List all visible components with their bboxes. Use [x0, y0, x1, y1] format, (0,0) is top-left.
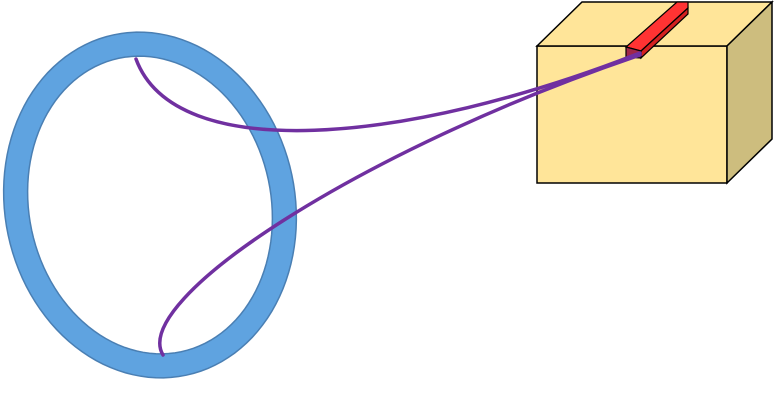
wire-lower	[158, 53, 642, 357]
wire-upper	[134, 51, 642, 133]
ring-loop	[2, 31, 298, 379]
box-front-face	[536, 45, 728, 184]
box-side-face	[726, 0, 773, 185]
